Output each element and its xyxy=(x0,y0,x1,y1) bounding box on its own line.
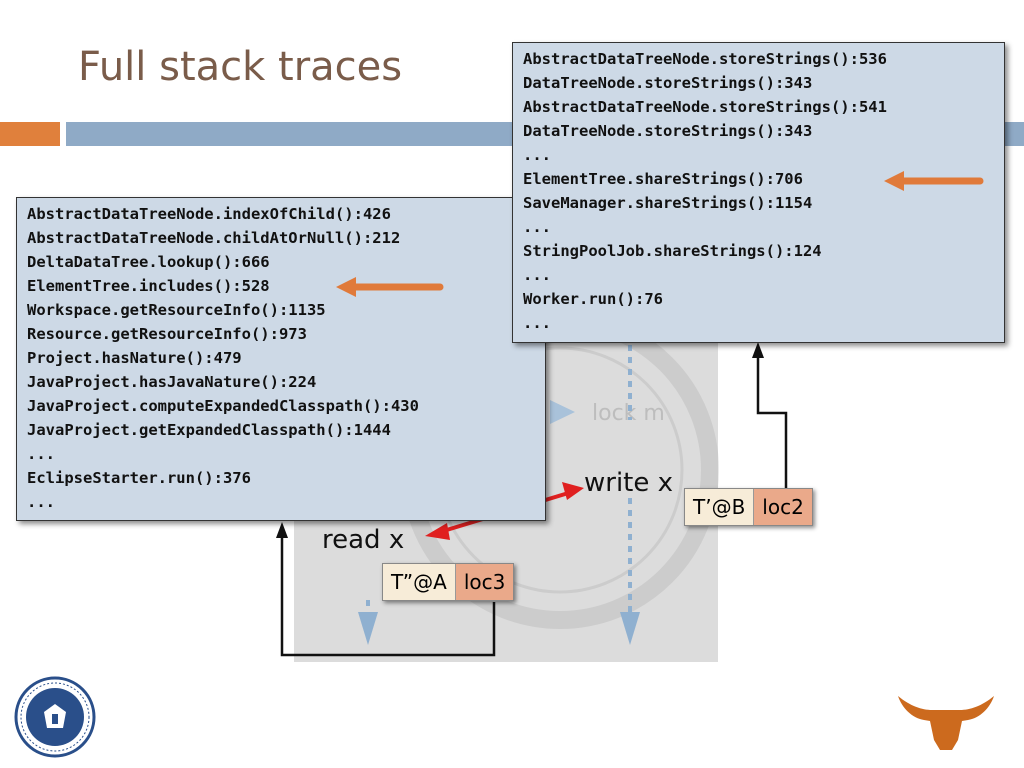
right-trace-line: AbstractDataTreeNode.storeStrings():536 xyxy=(523,50,887,68)
left-trace-line: ... xyxy=(27,445,55,463)
left-trace-line: Resource.getResourceInfo():973 xyxy=(27,325,307,343)
left-trace-line: AbstractDataTreeNode.indexOfChild():426 xyxy=(27,205,391,223)
right-trace-line: ... xyxy=(523,218,551,236)
write-access-tag: T’@B loc2 xyxy=(684,488,813,526)
write-x-label: write x xyxy=(584,468,674,498)
left-trace-line: JavaProject.getExpandedClasspath():1444 xyxy=(27,421,391,439)
left-trace-line: ElementTree.includes():528 xyxy=(27,277,270,295)
left-trace-line: DeltaDataTree.lookup():666 xyxy=(27,253,270,271)
thread-a-arrowhead xyxy=(358,612,378,645)
left-trace-line: AbstractDataTreeNode.childAtOrNull():212 xyxy=(27,229,401,247)
left-trace-line: Project.hasNature():479 xyxy=(27,349,242,367)
right-trace-line: ... xyxy=(523,146,551,164)
read-x-label: read x xyxy=(322,525,405,555)
right-trace-line: ... xyxy=(523,266,551,284)
faded-arrowhead xyxy=(550,400,575,424)
slide-title: Full stack traces xyxy=(78,44,403,90)
pointer-arrow-left-head xyxy=(336,277,356,297)
longhorn-logo xyxy=(898,696,994,750)
header-accent-orange xyxy=(0,122,60,146)
connector-read-arrowhead xyxy=(276,522,288,538)
left-trace-line: JavaProject.computeExpandedClasspath():4… xyxy=(27,397,419,415)
pointer-arrow-right-head xyxy=(884,171,904,191)
thread-b-arrowhead xyxy=(620,612,640,645)
right-trace-line: ElementTree.shareStrings():706 xyxy=(523,170,803,188)
right-trace-line: ... xyxy=(523,314,551,332)
right-trace-line: DataTreeNode.storeStrings():343 xyxy=(523,122,813,140)
read-location: loc3 xyxy=(455,564,514,600)
right-trace-line: SaveManager.shareStrings():1154 xyxy=(523,194,813,212)
university-seal-logo xyxy=(14,676,96,758)
read-thread-id: T”@A xyxy=(383,564,456,600)
right-trace-line: Worker.run():76 xyxy=(523,290,663,308)
right-trace-line: DataTreeNode.storeStrings():343 xyxy=(523,74,813,92)
read-access-tag: T”@A loc3 xyxy=(382,563,515,601)
left-trace-line: EclipseStarter.run():376 xyxy=(27,469,251,487)
left-trace-line: JavaProject.hasJavaNature():224 xyxy=(27,373,317,391)
write-thread-id: T’@B xyxy=(685,489,755,525)
right-trace-line: AbstractDataTreeNode.storeStrings():541 xyxy=(523,98,887,116)
left-trace-line: ... xyxy=(27,493,55,511)
race-arrow-head-write xyxy=(562,482,584,500)
right-trace-line: StringPoolJob.shareStrings():124 xyxy=(523,242,822,260)
connector-read-trace xyxy=(280,530,496,657)
connector-write-trace xyxy=(756,352,788,488)
left-trace-line: Workspace.getResourceInfo():1135 xyxy=(27,301,326,319)
write-location: loc2 xyxy=(754,489,812,525)
race-arrow-head-read xyxy=(425,523,450,540)
connector-write-arrowhead xyxy=(752,342,764,358)
